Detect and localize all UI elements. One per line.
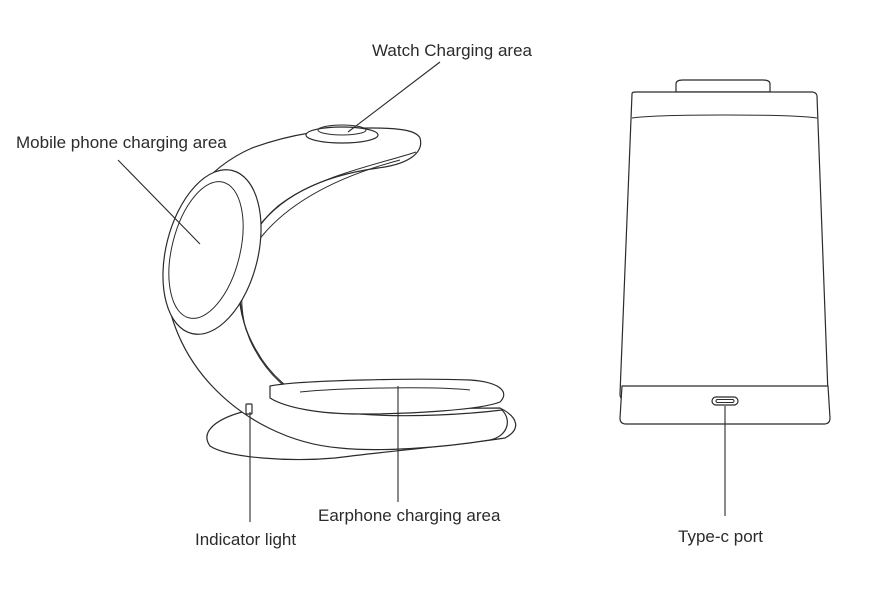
phone-charging-disc-inner (168, 181, 244, 319)
back-main-body (619, 91, 829, 401)
back-top-band (631, 114, 818, 119)
watch-charging-puck-top (317, 124, 367, 136)
earphone-charging-pad-inner (299, 387, 471, 393)
back-top-cap (675, 79, 771, 93)
typec-port-label: Type-c port (678, 527, 763, 546)
charging-stand-back-view (619, 79, 831, 425)
phone-charging-disc (162, 169, 262, 335)
watch-area-label: Watch Charging area (372, 41, 533, 60)
earphone-charging-pad (269, 378, 505, 415)
phone-area-label: Mobile phone charging area (16, 133, 227, 152)
phone-leader-line (117, 159, 201, 245)
watch-leader-line (347, 61, 441, 133)
earphone-area-label: Earphone charging area (318, 506, 501, 525)
indicator-light (245, 403, 253, 415)
charging-stand-illustration (162, 124, 517, 461)
indicator-light-label: Indicator light (195, 530, 296, 549)
typec-port-inner (715, 399, 735, 403)
